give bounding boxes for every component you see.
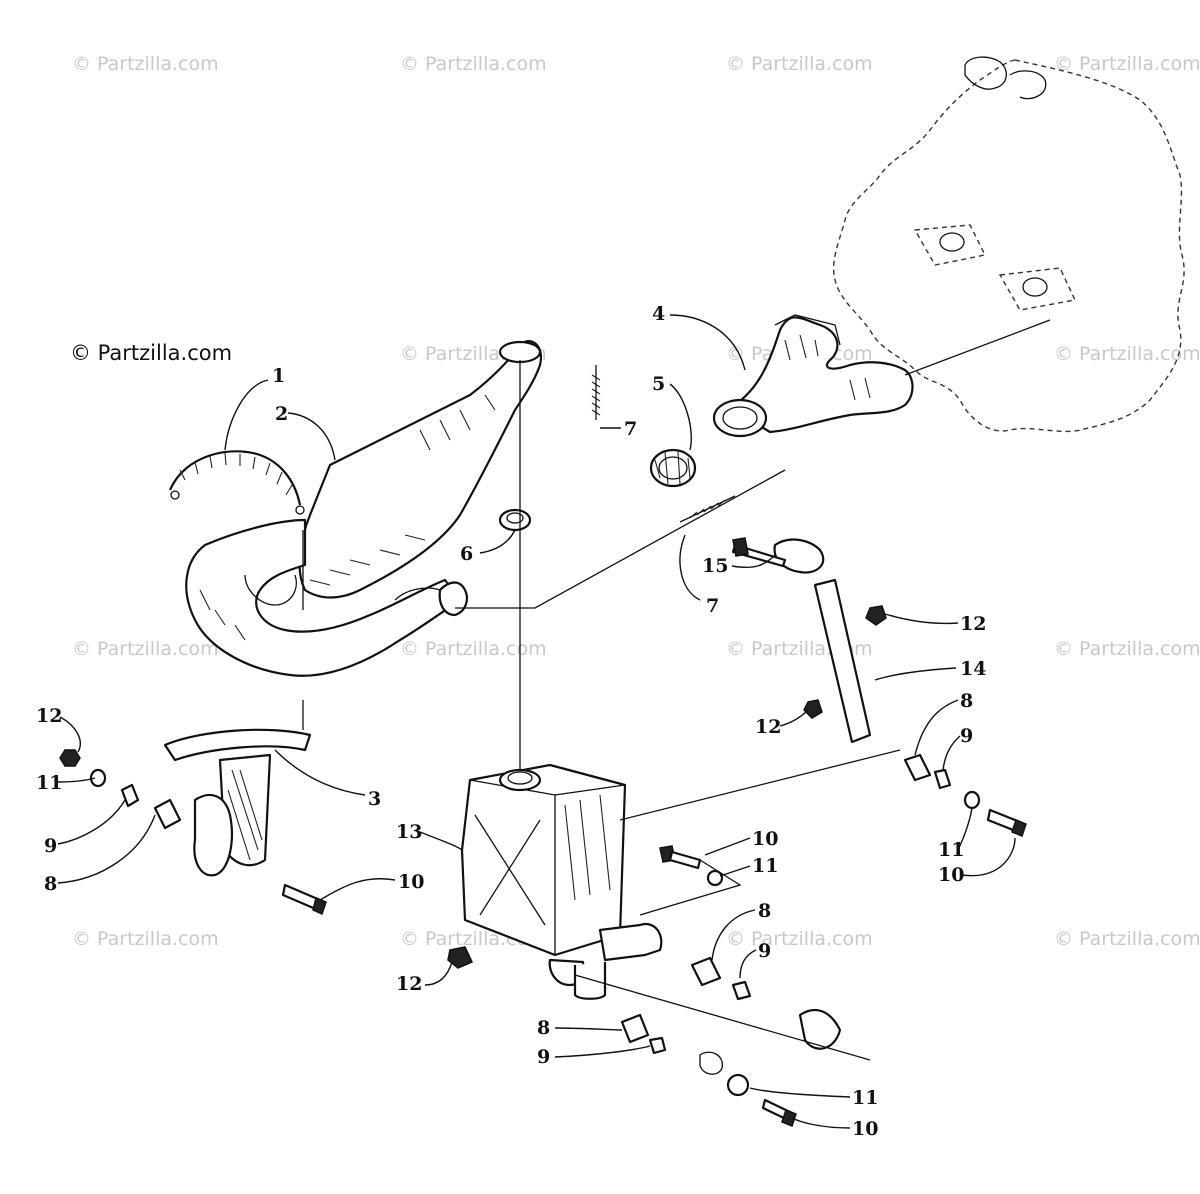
- callout-5: 5: [652, 373, 665, 395]
- leader-lines: [57, 314, 1016, 1129]
- watermark: © Partzilla.com: [1054, 343, 1200, 365]
- watermark: © Partzilla.com: [1054, 53, 1200, 75]
- callout-7-bottom: 7: [706, 595, 719, 617]
- callout-9-center: 9: [758, 940, 771, 962]
- callout-8-center: 8: [758, 900, 771, 922]
- callout-12-left: 12: [36, 705, 62, 727]
- engine-outline: [833, 56, 1185, 433]
- callout-9-lower: 9: [537, 1046, 550, 1068]
- watermark: © Partzilla.com: [726, 928, 873, 950]
- grommet: [498, 508, 532, 532]
- exhaust-springs: [591, 365, 736, 523]
- callout-10-right: 10: [938, 864, 964, 886]
- brand-label: © Partzilla.com: [70, 341, 232, 365]
- watermark: © Partzilla.com: [72, 638, 219, 660]
- watermark: © Partzilla.com: [72, 53, 219, 75]
- callout-12-right: 12: [960, 613, 986, 635]
- callout-15: 15: [702, 555, 728, 577]
- callout-3: 1: [272, 365, 285, 387]
- callout-9-left: 9: [44, 835, 57, 857]
- callout-8-lower: 8: [537, 1017, 550, 1039]
- watermark: © Partzilla.com: [72, 928, 219, 950]
- callout-8-left: 8: [44, 873, 57, 895]
- callout-10-lower: 10: [852, 1118, 878, 1140]
- callout-11-lower: 11: [852, 1087, 878, 1109]
- callout-10-center: 10: [752, 828, 778, 850]
- exhaust-coupler: [649, 448, 697, 488]
- exhaust-manifold: [712, 314, 914, 438]
- callout-9-right: 9: [960, 725, 973, 747]
- callout-labels: 1 2 3 4 5 6 7 7 8 8 8 8 9 9 9 9 10 10 10…: [36, 303, 986, 1140]
- watermark: © Partzilla.com: [1054, 928, 1200, 950]
- hardware: [59, 605, 1027, 1127]
- callout-12-strap: 12: [755, 716, 781, 738]
- spring-hanger: [168, 450, 305, 515]
- callout-4: 4: [652, 303, 665, 325]
- silencer-box: [460, 763, 663, 1000]
- watermark: © Partzilla.com: [1054, 638, 1200, 660]
- support-strap: [731, 537, 872, 744]
- callout-11-left: 11: [36, 772, 62, 794]
- callout-10-left: 10: [398, 871, 424, 893]
- callout-13: 13: [396, 821, 422, 843]
- callout-12-box: 12: [396, 973, 422, 995]
- callout-1: 2: [275, 403, 288, 425]
- expansion-chamber: [185, 340, 543, 677]
- watermark: © Partzilla.com: [726, 53, 873, 75]
- callout-2: 3: [368, 788, 381, 810]
- watermark: © Partzilla.com: [400, 53, 547, 75]
- watermark: © Partzilla.com: [400, 638, 547, 660]
- callout-11-right: 11: [938, 839, 964, 861]
- watermark-grid: © Partzilla.com © Partzilla.com © Partzi…: [72, 53, 1200, 950]
- left-mount-bracket: [163, 728, 312, 877]
- callout-11-center: 11: [752, 855, 778, 877]
- callout-14: 14: [960, 658, 986, 680]
- assembly-lines: [302, 319, 1051, 1061]
- callout-8-right: 8: [960, 690, 973, 712]
- callout-6: 6: [460, 543, 473, 565]
- callout-7-top: 7: [624, 418, 637, 440]
